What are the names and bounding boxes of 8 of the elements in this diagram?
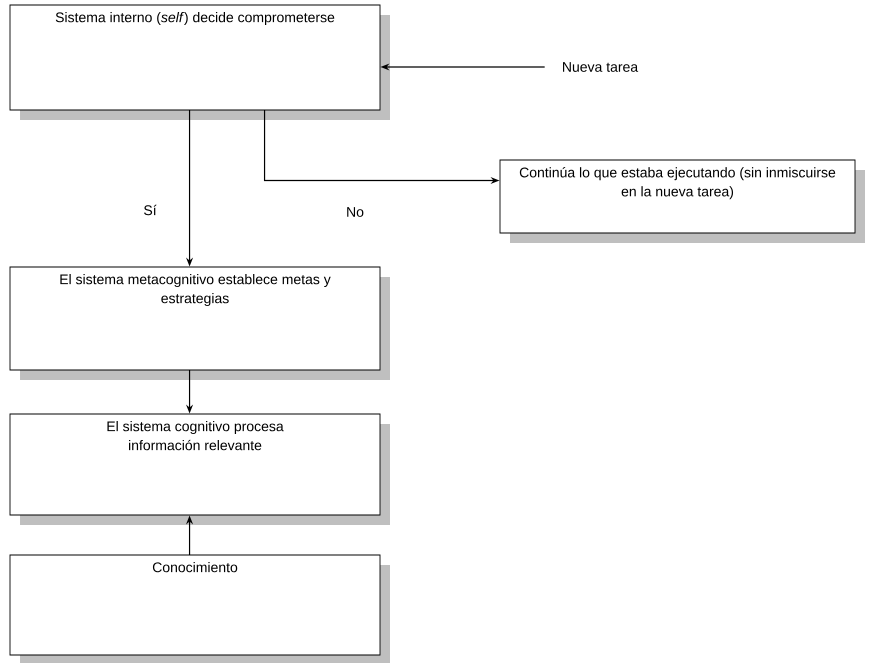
input-label: Nueva tarea xyxy=(563,62,638,72)
process-box: El sistema cognitivo procesa información relevante xyxy=(10,414,390,525)
process-box: El sistema metacognitivo establece metas y estrategias xyxy=(10,266,390,380)
edge-label: No xyxy=(344,205,366,219)
process-box: Continúa lo que estaba ejecutando (sin inmiscuirse en la nueva tarea) xyxy=(500,160,865,243)
process-box: Conocimiento xyxy=(10,554,390,663)
edge-label: Sí xyxy=(141,202,159,218)
process-box: Sistema interno (self) decide comprometerse xyxy=(10,4,390,120)
